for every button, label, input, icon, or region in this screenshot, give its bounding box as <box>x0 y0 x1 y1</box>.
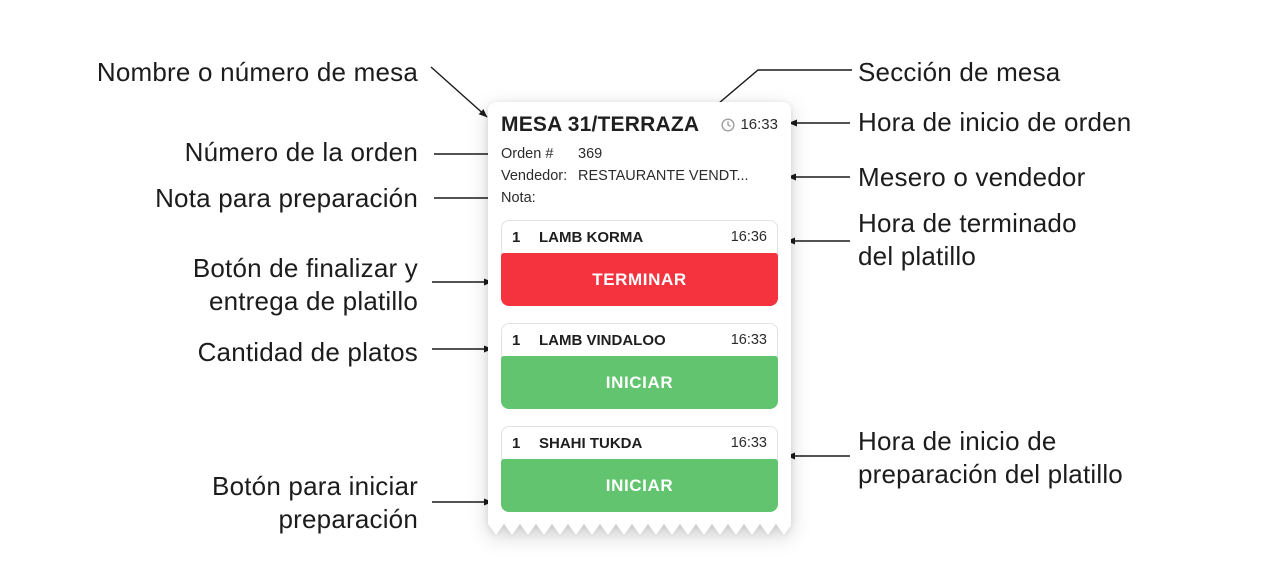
receipt-zigzag-edge <box>488 524 791 537</box>
clock-icon <box>721 117 735 132</box>
item-row: 1 LAMB VINDALOO 16:33 <box>501 323 778 357</box>
start-item-button[interactable]: INICIAR <box>501 356 778 409</box>
vendor-row: Vendedor: RESTAURANTE VENDT... <box>501 165 778 187</box>
annotation-line: Número de la orden <box>184 137 418 167</box>
ticket-meta: Orden # 369 Vendedor: RESTAURANTE VENDT.… <box>501 143 778 209</box>
annotation-line: Hora de terminado <box>858 208 1077 238</box>
note-value <box>578 187 778 209</box>
annotation-quantity: Cantidad de platos <box>198 336 418 369</box>
item-qty: 1 <box>512 228 521 246</box>
annotation-note: Nota para preparación <box>155 182 418 215</box>
annotation-line: Cantidad de platos <box>197 337 418 367</box>
item-block: 1 LAMB KORMA 16:36 TERMINAR <box>501 220 778 306</box>
order-number-row: Orden # 369 <box>501 143 778 165</box>
annotation-line: Sección de mesa <box>858 57 1061 87</box>
annotation-line: del platillo <box>858 241 977 271</box>
annotation-prep-start-time: Hora de inicio de preparación del platil… <box>858 425 1123 491</box>
item-block: 1 LAMB VINDALOO 16:33 INICIAR <box>501 323 778 409</box>
item-start-time: 16:33 <box>730 332 767 348</box>
annotation-start-button: Botón para iniciar preparación <box>212 470 418 536</box>
item-qty: 1 <box>512 331 521 349</box>
table-name: MESA 31/TERRAZA <box>501 113 700 136</box>
order-start-time: 16:33 <box>721 113 778 133</box>
item-list: 1 LAMB KORMA 16:36 TERMINAR 1 LAMB VINDA… <box>501 220 778 512</box>
annotation-line: preparación <box>278 504 418 534</box>
annotation-order-start-time: Hora de inicio de orden <box>858 106 1131 139</box>
order-number-label: Orden # <box>501 146 554 162</box>
start-item-button[interactable]: INICIAR <box>501 459 778 512</box>
finish-item-button[interactable]: TERMINAR <box>501 253 778 306</box>
annotation-vendor: Mesero o vendedor <box>858 161 1085 194</box>
item-finish-time: 16:36 <box>730 229 767 245</box>
item-row: 1 LAMB KORMA 16:36 <box>501 220 778 254</box>
item-start-time: 16:33 <box>730 435 767 451</box>
annotation-order-number: Número de la orden <box>185 136 418 169</box>
annotation-table-name: Nombre o número de mesa <box>97 56 418 89</box>
annotation-line: Hora de inicio de orden <box>858 107 1132 137</box>
item-name: SHAHI TUKDA <box>539 434 643 452</box>
vendor-label: Vendedor: <box>501 168 568 184</box>
annotation-line: Mesero o vendedor <box>858 162 1086 192</box>
annotation-line: Botón para iniciar <box>212 471 418 501</box>
note-label: Nota: <box>501 190 536 206</box>
item-name: LAMB KORMA <box>539 228 644 246</box>
annotation-line: preparación del platillo <box>858 459 1123 489</box>
annotation-line: Botón de finalizar y <box>192 253 418 283</box>
item-row: 1 SHAHI TUKDA 16:33 <box>501 426 778 460</box>
order-number-value: 369 <box>578 146 603 162</box>
order-ticket: MESA 31/TERRAZA 16:33 Orden # 369 Vended… <box>488 102 791 537</box>
annotation-table-section: Sección de mesa <box>858 56 1060 89</box>
annotation-line: Hora de inicio de <box>858 426 1057 456</box>
annotation-line: entrega de platillo <box>208 286 418 316</box>
annotation-finish-button: Botón de finalizar y entrega de platillo <box>193 252 418 318</box>
item-block: 1 SHAHI TUKDA 16:33 INICIAR <box>501 426 778 512</box>
annotation-line: Nombre o número de mesa <box>96 57 418 87</box>
annotation-line: Nota para preparación <box>155 183 418 213</box>
vendor-value: RESTAURANTE VENDT... <box>578 168 749 184</box>
item-qty: 1 <box>512 434 521 452</box>
item-name: LAMB VINDALOO <box>539 331 666 349</box>
ticket-header: MESA 31/TERRAZA 16:33 <box>501 113 778 137</box>
order-start-time-value: 16:33 <box>740 116 778 133</box>
arrow-table-name <box>430 66 488 118</box>
annotation-finish-time: Hora de terminado del platillo <box>858 207 1077 273</box>
note-row: Nota: <box>501 187 778 209</box>
